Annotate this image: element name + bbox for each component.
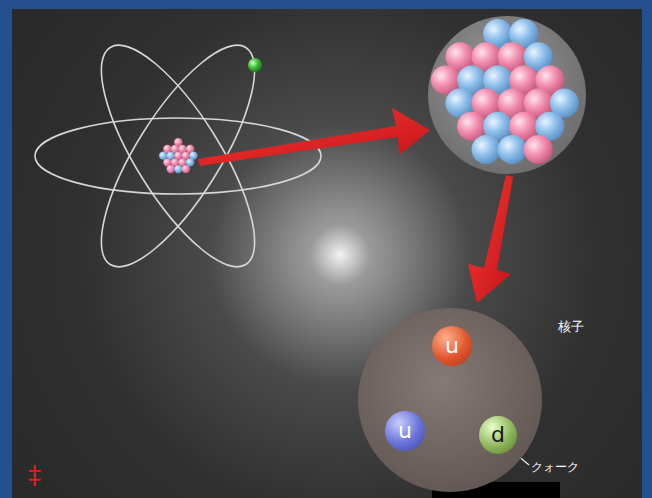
nucleon-circle: 核子uud	[358, 308, 542, 492]
big-nucleus	[431, 19, 579, 164]
nucleon-sphere	[472, 135, 501, 164]
quark-letter: d	[491, 424, 505, 446]
red-arrow	[468, 175, 513, 303]
quark-ball: u	[432, 326, 472, 366]
orbit	[35, 118, 321, 194]
quark-letter: u	[445, 335, 459, 357]
dagger-mark: ‡	[28, 461, 41, 490]
quark-ball: u	[385, 411, 425, 451]
nucleon-sphere	[182, 165, 190, 173]
nucleus-ground	[428, 16, 586, 174]
node-heading: 核子	[558, 318, 584, 336]
dark-ground: 核子 u u d クォーク ‡	[12, 9, 642, 498]
small-nucleus	[159, 138, 198, 173]
nucleon-sphere	[167, 165, 175, 173]
red-arrow	[198, 108, 430, 166]
nucleon-sphere	[498, 135, 527, 164]
electron	[248, 58, 262, 72]
quark-ball: d	[479, 416, 517, 454]
nucleon-sphere	[174, 165, 182, 173]
orbits	[35, 25, 321, 287]
quark-letter: u	[398, 420, 412, 442]
atom-illustration	[12, 9, 642, 498]
quark-label: クォーク	[531, 461, 579, 474]
nucleon-sphere	[524, 135, 553, 164]
